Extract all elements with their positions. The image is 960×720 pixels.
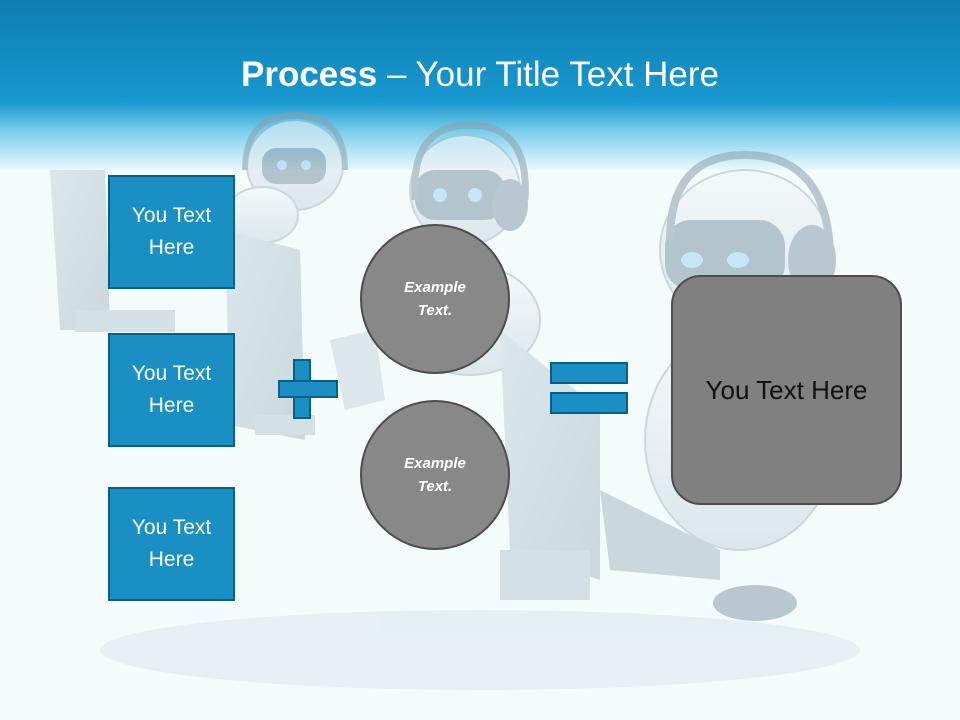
title-rest: Your Title Text Here	[415, 55, 720, 94]
text-box-3[interactable]: You Text Here	[108, 487, 235, 601]
slide-title: Process – Your Title Text Here	[0, 52, 960, 98]
text-box-1[interactable]: You Text Here	[108, 175, 235, 289]
result-label: You Text Here	[705, 374, 868, 405]
example-circle-2[interactable]: Example Text.	[360, 400, 510, 550]
text-box-label: You Text Here	[131, 516, 212, 571]
result-box[interactable]: You Text Here	[671, 275, 902, 505]
title-dash: –	[377, 55, 416, 94]
text-box-label: You Text Here	[131, 204, 212, 259]
text-box-2[interactable]: You Text Here	[108, 333, 235, 447]
circle-label: Example Text.	[404, 455, 466, 495]
example-circle-1[interactable]: Example Text.	[360, 224, 510, 374]
circle-label: Example Text.	[404, 279, 466, 319]
text-box-label: You Text Here	[131, 362, 212, 417]
title-bold: Process	[241, 55, 378, 94]
